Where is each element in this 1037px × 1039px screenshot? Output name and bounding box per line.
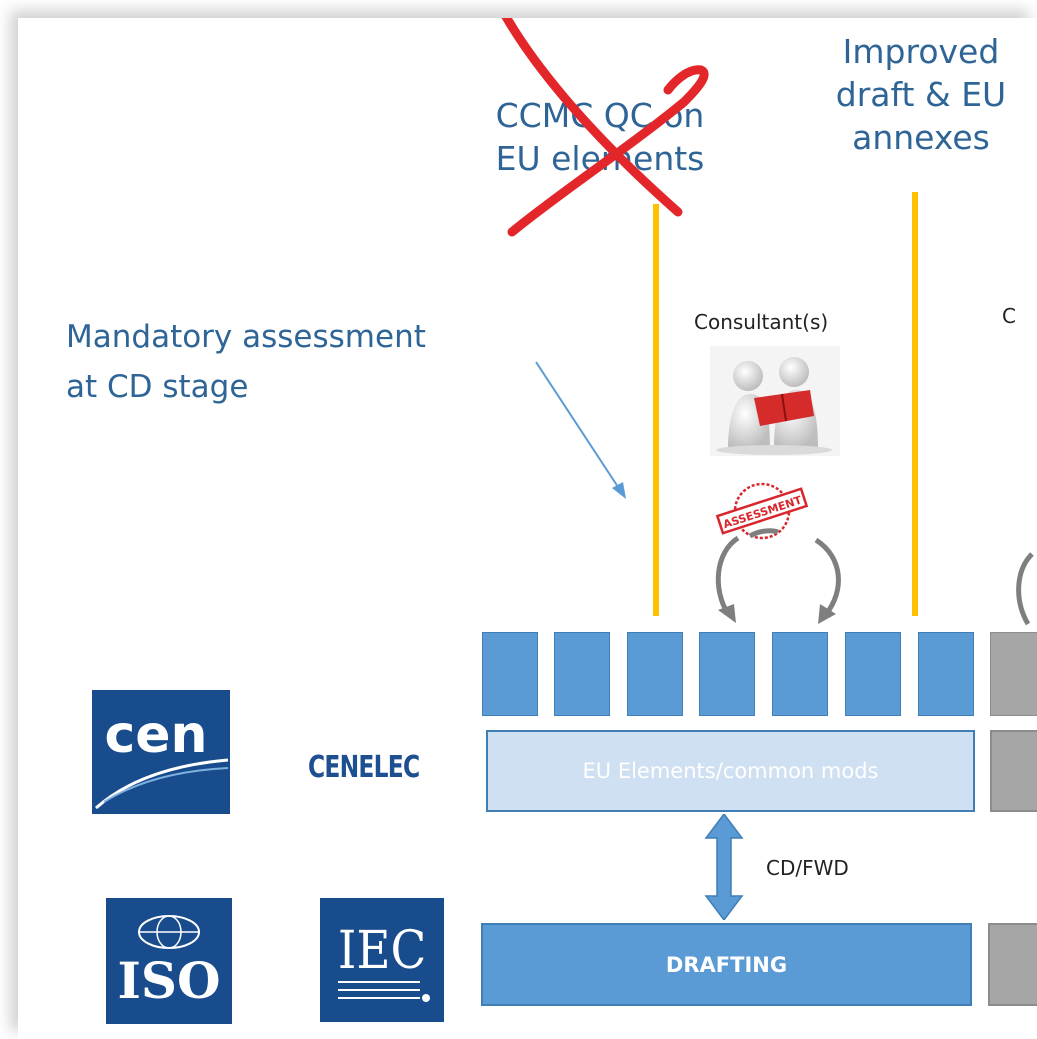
mandatory-assessment-label: Mandatory assessment at CD stage — [66, 312, 536, 412]
stage-box — [627, 632, 683, 716]
ccmc-qc-label-line2: EU elements — [495, 139, 705, 178]
drafting-band: DRAFTING — [481, 923, 972, 1006]
iec-logo-mark: IEC — [338, 920, 430, 1002]
stage-box — [699, 632, 755, 716]
eu-elements-band-grey — [990, 730, 1037, 812]
iso-logo: ISO — [106, 898, 232, 1024]
consultants-label: Consultant(s) — [694, 310, 829, 334]
improved-draft-label: Improved draft & EU annexes — [806, 30, 1036, 159]
stage-box — [845, 632, 901, 716]
crossed-out-mark-icon — [501, 18, 709, 237]
improved-draft-line2: draft & EU — [835, 75, 1007, 114]
mandatory-assessment-line2: at CD stage — [66, 369, 249, 405]
stage-box — [482, 632, 538, 716]
cycle-arrows-icon — [715, 528, 841, 624]
cen-logo: cen — [92, 690, 230, 814]
cen-logo-mark: cen — [95, 705, 229, 810]
stage-box-grey — [990, 632, 1037, 716]
diagram-slide: CCMC QC on EU elements Improved draft & … — [18, 18, 1037, 1039]
stage-box — [772, 632, 828, 716]
consultants-reading-icon — [710, 346, 840, 456]
ccmc-stage-line — [653, 204, 659, 616]
cd-fwd-label: CD/FWD — [766, 856, 849, 880]
assessment-stamp-icon: ASSESSMENT — [715, 482, 809, 540]
cenelec-logo: CENELEC — [308, 750, 420, 785]
double-arrow-icon — [704, 814, 744, 920]
iso-logo-mark: ISO — [117, 915, 221, 1010]
eu-elements-label: EU Elements/common mods — [582, 759, 879, 783]
pointer-arrow — [535, 361, 626, 499]
iso-logo-text: ISO — [117, 951, 220, 1010]
cycle-arrows-icon-next — [1016, 552, 1034, 626]
improved-draft-line3: annexes — [852, 118, 990, 157]
drafting-band-grey — [988, 923, 1037, 1006]
stage-box — [918, 632, 974, 716]
iec-logo-text: IEC — [338, 920, 426, 981]
improved-draft-stage-line — [912, 192, 918, 616]
improved-draft-line1: Improved — [842, 32, 1000, 71]
iec-logo: IEC — [320, 898, 444, 1022]
stage-box — [554, 632, 610, 716]
consultants-label-next: C — [1002, 304, 1016, 328]
drafting-label: DRAFTING — [665, 952, 788, 977]
mandatory-assessment-line1: Mandatory assessment — [66, 319, 426, 355]
cen-logo-text: cen — [104, 705, 207, 765]
eu-elements-band: EU Elements/common mods — [486, 730, 975, 812]
